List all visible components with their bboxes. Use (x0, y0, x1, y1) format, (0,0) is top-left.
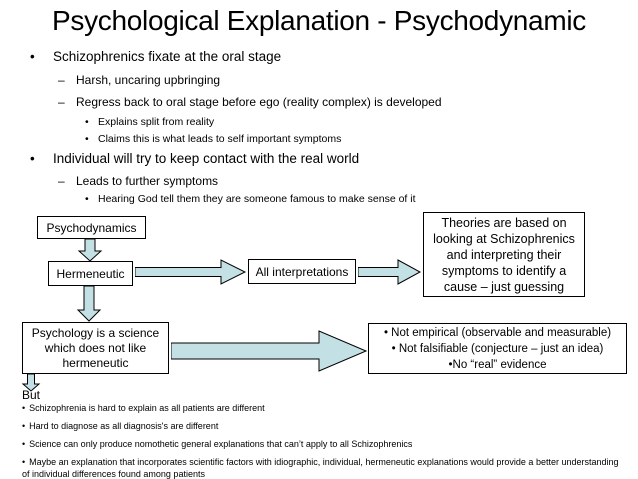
bullet-marker: • (85, 133, 89, 145)
bullet-item: • Explains split from reality (0, 116, 630, 128)
box-psychodynamics-label: Psychodynamics (46, 220, 137, 235)
small-down-arrow-icon (21, 374, 41, 392)
down-arrow-shape (76, 286, 102, 322)
bullet-item: • Individual will try to keep contact wi… (0, 151, 630, 166)
bullet-text: Leads to further symptoms (76, 174, 219, 188)
footnote-text: Science can only produce nomothetic gene… (29, 439, 413, 449)
page-title: Psychological Explanation - Psychodynami… (52, 5, 586, 36)
bullet-text: Harsh, uncaring upbringing (76, 73, 221, 87)
footnote-item: •Science can only produce nomothetic gen… (22, 438, 627, 450)
footnote-item: •Schizophrenia is hard to explain as all… (22, 402, 627, 414)
box-psychology-science-label: Psychology is a science which does not l… (31, 325, 160, 370)
bullet-marker: • (85, 116, 89, 128)
footnote-text: Schizophrenia is hard to explain as all … (29, 403, 265, 413)
bullet-marker: – (58, 95, 65, 109)
footnotes: •Schizophrenia is hard to explain as all… (22, 402, 627, 479)
box-critique: • Not empirical (observable and measurab… (368, 323, 627, 374)
box-theories: Theories are based on looking at Schizop… (423, 212, 585, 297)
critique-line: •No “real” evidence (448, 358, 547, 371)
bullet-item: • Hearing God tell them they are someone… (0, 193, 630, 205)
but-label: But (22, 388, 41, 402)
big-right-arrow-icon (171, 330, 367, 372)
right-arrow-shape (135, 259, 247, 285)
box-psychology-science: Psychology is a science which does not l… (22, 322, 169, 374)
box-all-interpretations: All interpretations (248, 259, 356, 284)
bullet-marker: – (58, 174, 65, 188)
bullet-item: – Harsh, uncaring upbringing (0, 73, 630, 87)
bullet-item: – Leads to further symptoms (0, 174, 630, 188)
footnote-marker: • (22, 457, 26, 467)
box-psychodynamics: Psychodynamics (37, 216, 146, 239)
footnote-item: •Hard to diagnose as all diagnosis's are… (22, 420, 627, 432)
small-down-arrow-shape (21, 374, 41, 392)
footnote-marker: • (22, 403, 26, 413)
critique-line: • Not falsifiable (conjecture – just an … (391, 342, 604, 355)
right-arrow-icon (135, 259, 247, 285)
bullet-text: Explains split from reality (98, 116, 215, 128)
box-all-interpretations-label: All interpretations (255, 264, 349, 279)
bullet-marker: • (30, 151, 35, 166)
footnote-text: Maybe an explanation that incorporates s… (22, 457, 619, 479)
bullet-marker: • (85, 193, 89, 205)
bullet-item: – Regress back to oral stage before ego … (0, 95, 630, 109)
footnote-text: Hard to diagnose as all diagnosis's are … (29, 421, 219, 431)
big-right-arrow-shape (171, 330, 367, 372)
box-hermeneutic-label: Hermeneutic (56, 266, 125, 281)
right-arrow-icon (358, 259, 422, 285)
bullet-item: • Schizophrenics fixate at the oral stag… (0, 49, 630, 64)
bullet-item: • Claims this is what leads to self impo… (0, 133, 630, 145)
bullet-marker: • (30, 49, 35, 64)
down-arrow-icon (77, 239, 103, 262)
down-arrow-icon (76, 286, 102, 322)
bullet-text: Schizophrenics fixate at the oral stage (53, 49, 282, 64)
box-hermeneutic: Hermeneutic (48, 261, 133, 286)
box-theories-label: Theories are based on looking at Schizop… (433, 215, 575, 294)
bullet-text: Claims this is what leads to self import… (98, 133, 342, 145)
bullet-text: Regress back to oral stage before ego (r… (76, 95, 442, 109)
footnote-item: •Maybe an explanation that incorporates … (22, 456, 627, 479)
footnote-marker: • (22, 421, 26, 431)
footnote-marker: • (22, 439, 26, 449)
bullet-text: Individual will try to keep contact with… (53, 151, 360, 166)
bullet-text: Hearing God tell them they are someone f… (98, 193, 416, 205)
right-arrow-shape (358, 259, 422, 285)
critique-line: • Not empirical (observable and measurab… (383, 326, 612, 339)
bullet-marker: – (58, 73, 65, 87)
down-arrow-shape (77, 239, 103, 262)
